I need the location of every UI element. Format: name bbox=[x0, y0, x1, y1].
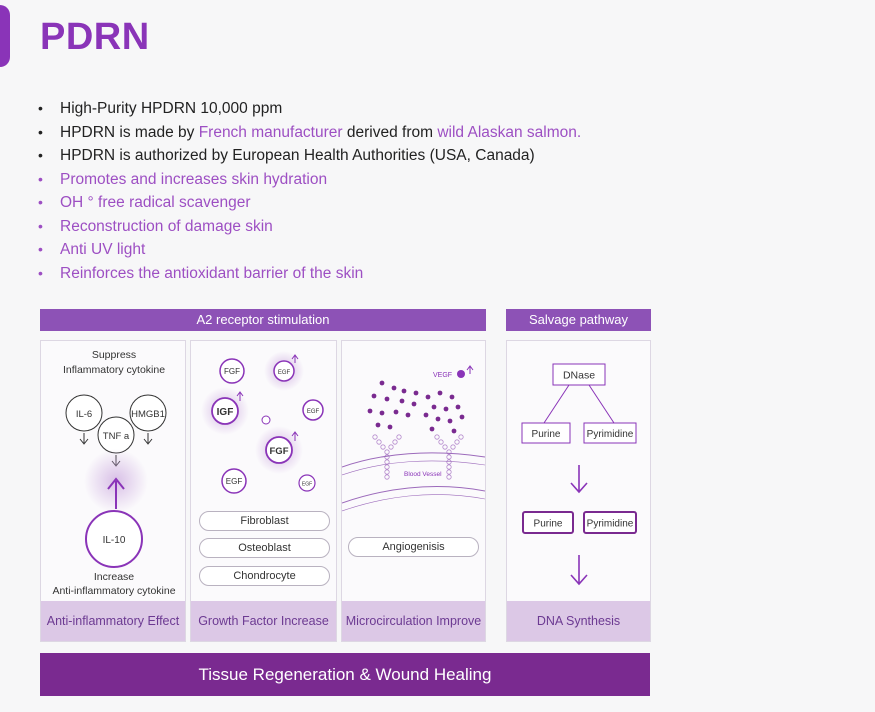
anti-inflammatory-label: Anti-inflammatory cytokine bbox=[52, 585, 175, 597]
capillary-sprouts bbox=[372, 434, 464, 480]
chondrocyte-pill: Chondrocyte bbox=[199, 566, 330, 586]
panel-footer: Growth Factor Increase bbox=[191, 601, 336, 641]
list-item: •HPDRN is made by French manufacturer de… bbox=[38, 123, 582, 141]
hmgb1-label: HMGB1 bbox=[131, 409, 165, 420]
osteoblast-pill: Osteoblast bbox=[199, 538, 330, 558]
arrow-up-icon bbox=[466, 365, 474, 374]
vessel-wall-inner bbox=[342, 460, 485, 476]
arrow-up-icon bbox=[236, 391, 244, 401]
vegf-particles bbox=[367, 380, 465, 434]
fgf-node bbox=[265, 436, 293, 464]
egf-node bbox=[302, 399, 324, 421]
dnase-box bbox=[552, 363, 606, 386]
arrow-up-icon bbox=[291, 431, 299, 441]
fgf-label: FGF bbox=[224, 367, 240, 376]
arrow-down-icon bbox=[570, 555, 588, 586]
list-item: •Reinforces the antioxidant barrier of t… bbox=[38, 264, 364, 282]
igf-label: IGF bbox=[217, 407, 234, 418]
list-item: •Anti UV light bbox=[38, 241, 146, 258]
suppress-label: Suppress bbox=[92, 349, 136, 361]
vessel-wall-bottom bbox=[342, 486, 485, 504]
arrow-up-icon bbox=[107, 477, 125, 509]
vessel-wall-top bbox=[342, 452, 485, 468]
vessel-wall-outer bbox=[342, 494, 485, 512]
bullet-text: Promotes and increases skin hydration bbox=[60, 170, 328, 188]
anti-inflammatory-panel: Suppress Inflammatory cytokine IL-6 HMGB… bbox=[40, 340, 186, 642]
il10-node bbox=[85, 510, 143, 568]
arrow-down-icon bbox=[570, 465, 588, 494]
il6-node bbox=[65, 394, 103, 432]
tissue-regeneration-banner: Tissue Regeneration & Wound Healing bbox=[40, 653, 650, 696]
dna-synthesis-panel: DNase Purine Pyrimidine Purine Pyrimidin… bbox=[506, 340, 651, 642]
bullet-text: derived from bbox=[342, 123, 438, 141]
growth-factor-diagram: FGF EGF IGF EGF FGF EGF EGF bbox=[201, 351, 324, 494]
list-item: •Promotes and increases skin hydration bbox=[38, 170, 328, 188]
panel-footer: Microcirculation Improve bbox=[342, 601, 485, 641]
bullet-text: HPDRN is made by bbox=[60, 123, 199, 141]
angiogenesis-pill: Angiogenisis bbox=[348, 537, 479, 557]
list-item: •Reconstruction of damage skin bbox=[38, 217, 273, 235]
cytokine-diagram: Suppress Inflammatory cytokine IL-6 HMGB… bbox=[52, 349, 175, 597]
growth-factor-panel: FGF EGF IGF EGF FGF EGF EGF Fibroblast O… bbox=[190, 340, 337, 642]
dnase-label: DNase bbox=[563, 370, 595, 382]
igf-node bbox=[211, 397, 239, 425]
a2-receptor-bar: A2 receptor stimulation bbox=[40, 309, 486, 331]
purine-box bbox=[521, 422, 571, 444]
salvage-pathway-bar: Salvage pathway bbox=[506, 309, 651, 331]
purine-label: Purine bbox=[534, 519, 563, 530]
vegf-dot bbox=[457, 370, 465, 378]
egf-node bbox=[221, 468, 247, 494]
egf-label: EGF bbox=[302, 482, 312, 488]
vegf-label: VEGF bbox=[433, 372, 452, 379]
bullet-text: Anti UV light bbox=[60, 241, 146, 258]
title-accent-tab bbox=[0, 5, 10, 67]
list-item: •HPDRN is authorized by European Health … bbox=[38, 147, 535, 164]
blood-vessel-diagram: VEGF Blood Vessel bbox=[342, 365, 485, 512]
pyrimidine-box bbox=[583, 422, 637, 444]
small-factor-node bbox=[261, 415, 271, 425]
fibroblast-pill: Fibroblast bbox=[199, 511, 330, 531]
panel-footer: DNA Synthesis bbox=[507, 601, 650, 641]
increase-label: Increase bbox=[94, 571, 134, 583]
il10-label: IL-10 bbox=[103, 535, 126, 546]
highlight-manufacturer: French manufacturer bbox=[198, 123, 343, 141]
il6-label: IL-6 bbox=[76, 409, 92, 420]
bullet-text: OH ° free radical scavenger bbox=[60, 194, 251, 211]
microcirculation-panel: VEGF Blood Vessel Angiogenisis Microcirc… bbox=[341, 340, 486, 642]
fgf-node bbox=[219, 358, 245, 384]
panel-footer: Anti-inflammatory Effect bbox=[41, 601, 185, 641]
inflammatory-label: Inflammatory cytokine bbox=[63, 364, 165, 376]
pyrimidine-label: Pyrimidine bbox=[587, 429, 634, 440]
egf-label: EGF bbox=[226, 477, 243, 486]
purine-label: Purine bbox=[532, 429, 561, 440]
highlight-salmon: wild Alaskan salmon. bbox=[437, 123, 582, 141]
tnfa-label: TNF a bbox=[103, 431, 130, 442]
arrow-up-icon bbox=[291, 354, 299, 363]
bullet-text: Reconstruction of damage skin bbox=[60, 217, 273, 235]
blood-vessel-label: Blood Vessel bbox=[404, 471, 442, 478]
branch-lines bbox=[543, 384, 615, 424]
egf-node bbox=[273, 360, 295, 382]
egf-label: EGF bbox=[307, 409, 320, 415]
egf-label: EGF bbox=[278, 370, 291, 376]
arrow-down-icon bbox=[79, 433, 89, 445]
bullet-text: HPDRN is authorized by European Health A… bbox=[60, 147, 535, 164]
feature-list: •High-Purity HPDRN 10,000 ppm •HPDRN is … bbox=[38, 97, 581, 285]
egf-node bbox=[298, 474, 316, 492]
list-item: •OH ° free radical scavenger bbox=[38, 194, 251, 211]
arrow-down-icon bbox=[143, 433, 153, 445]
salvage-pathway-diagram: DNase Purine Pyrimidine Purine Pyrimidin… bbox=[521, 363, 637, 586]
pyrimidine-label: Pyrimidine bbox=[587, 519, 634, 530]
bullet-text: Reinforces the antioxidant barrier of th… bbox=[60, 264, 364, 282]
list-item: •High-Purity HPDRN 10,000 ppm bbox=[38, 100, 283, 117]
bullet-text: High-Purity HPDRN 10,000 ppm bbox=[60, 100, 283, 117]
pyrimidine-box-bold bbox=[583, 511, 637, 534]
hmgb1-node bbox=[129, 394, 167, 432]
fgf-label: FGF bbox=[270, 446, 289, 457]
purine-box-bold bbox=[522, 511, 574, 534]
page-title: PDRN bbox=[40, 16, 150, 58]
